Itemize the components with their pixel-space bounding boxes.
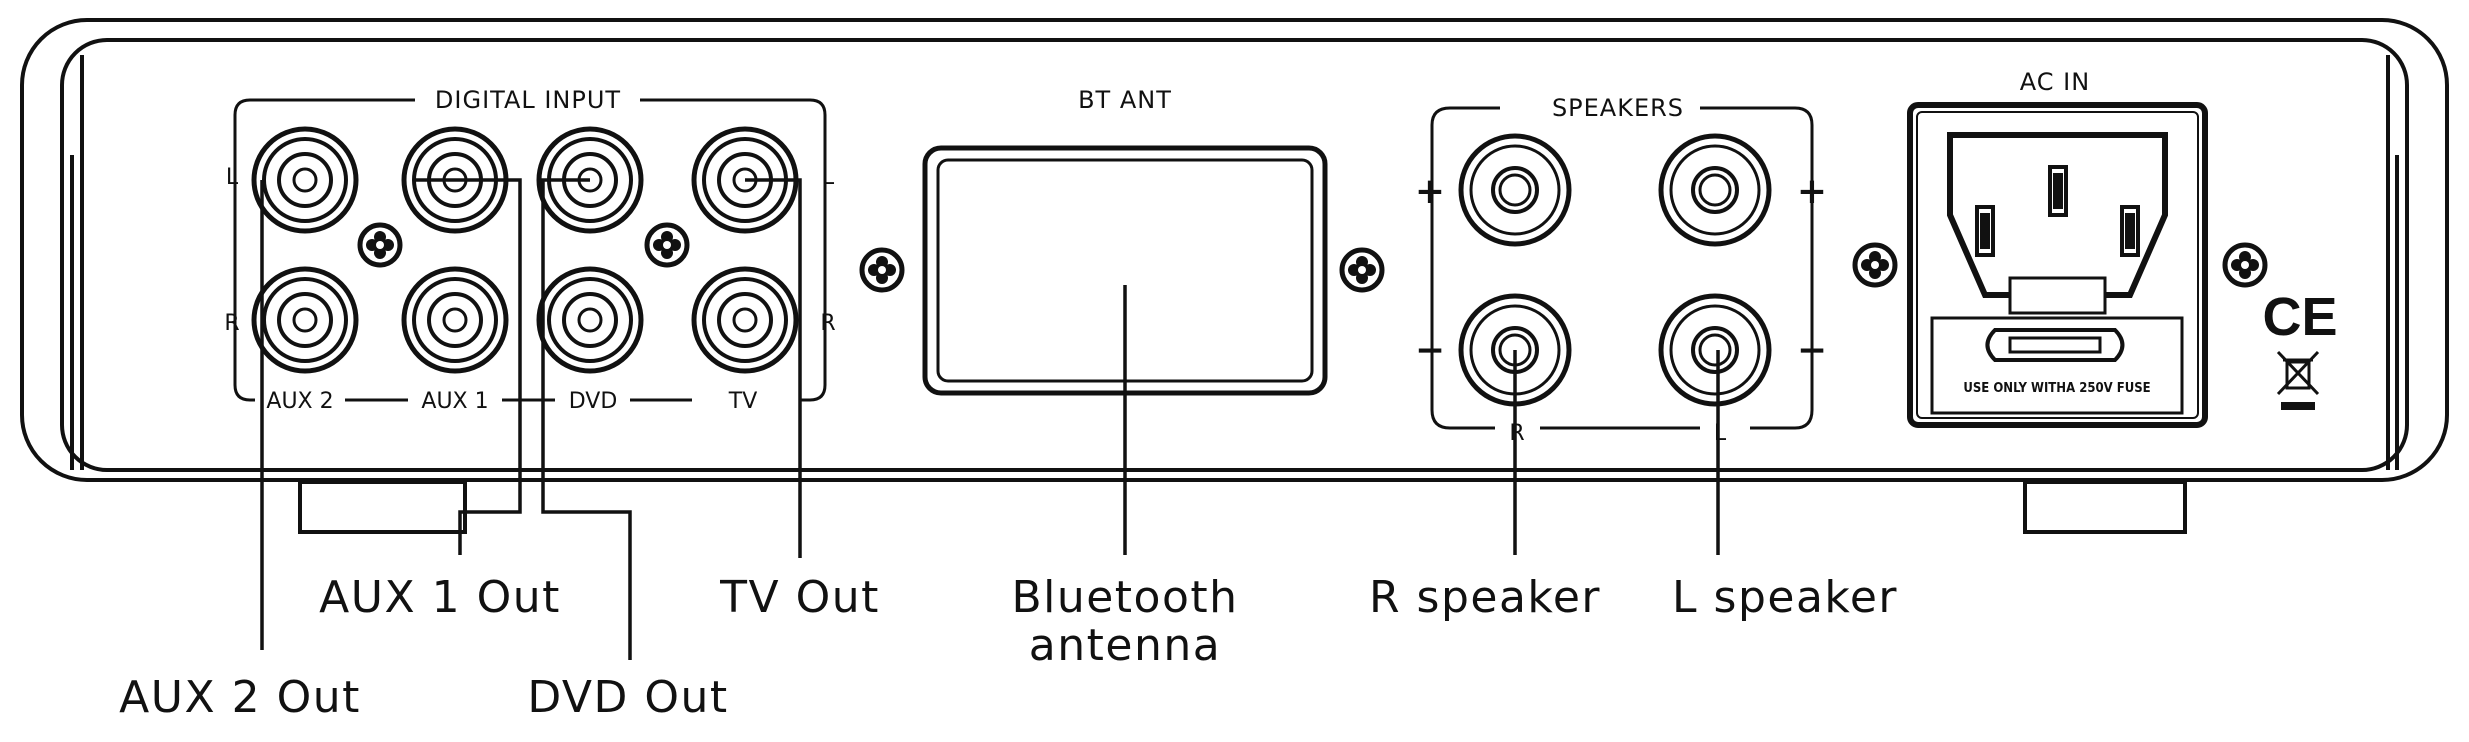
- aux1-out-callout: AUX 1 Out: [319, 572, 561, 623]
- screw-icon: [2225, 245, 2265, 285]
- rca-right-mark-a: R: [224, 311, 239, 336]
- aux2-l-rca-jack[interactable]: [254, 129, 356, 231]
- r-speaker-callout: R speaker: [1369, 572, 1601, 623]
- r-plus-speaker-terminal[interactable]: [1461, 136, 1569, 244]
- plus-mark-left: +: [1797, 171, 1827, 212]
- l-speaker-callout: L speaker: [1672, 572, 1898, 623]
- speakers-label: SPEAKERS: [1552, 94, 1684, 122]
- rca-right-mark-b: R: [820, 311, 835, 336]
- ce-mark: CE: [2262, 287, 2337, 347]
- digital-input-section: DIGITAL INPUT L R L R AUX 2 AUX 1 DVD TV: [224, 86, 835, 414]
- l-minus-speaker-terminal[interactable]: [1661, 296, 1769, 404]
- minus-mark-left: −: [1797, 330, 1827, 371]
- screw-icon: [1342, 250, 1382, 290]
- screw-icon: [647, 225, 687, 265]
- l-plus-speaker-terminal[interactable]: [1661, 136, 1769, 244]
- callout-labels: AUX 1 Out AUX 2 Out DVD Out TV Out Bluet…: [119, 572, 1898, 723]
- plus-mark-right: +: [1415, 171, 1445, 212]
- dvd-out-callout: DVD Out: [527, 672, 728, 723]
- ac-in-section: AC IN USE ONLY WITHA 250V FUSE: [1855, 68, 2265, 428]
- speaker-channel-l: L: [1714, 421, 1727, 446]
- screw-icon: [862, 250, 902, 290]
- leader-tv: [745, 178, 802, 558]
- rca-left-mark-a: L: [226, 165, 239, 190]
- minus-mark-right: −: [1415, 330, 1445, 371]
- aux2-r-rca-jack[interactable]: [254, 269, 356, 371]
- rca-left-mark-b: L: [822, 165, 835, 190]
- dvd-r-rca-jack[interactable]: [539, 269, 641, 371]
- aux2-out-callout: AUX 2 Out: [119, 672, 361, 723]
- bt-ant-label: BT ANT: [1078, 86, 1172, 114]
- bt-antenna-section: BT ANT: [862, 86, 1382, 396]
- bluetooth-antenna-callout-line1: Bluetooth: [1011, 572, 1238, 623]
- weee-bin-icon: [2276, 350, 2320, 410]
- input-label-aux2: AUX 2: [266, 389, 333, 414]
- chassis: [20, 18, 2449, 482]
- digital-input-label: DIGITAL INPUT: [435, 86, 621, 114]
- ac-in-label: AC IN: [2020, 68, 2090, 96]
- input-label-aux1: AUX 1: [421, 389, 488, 414]
- compliance-marks: CE: [2262, 287, 2338, 410]
- screw-icon: [360, 225, 400, 265]
- leader-dvd: [541, 178, 632, 660]
- speaker-channel-r: R: [1509, 421, 1524, 446]
- chassis-feet: [298, 480, 2187, 534]
- tv-r-rca-jack[interactable]: [694, 269, 796, 371]
- input-label-dvd: DVD: [569, 389, 618, 414]
- callout-leaders: [260, 178, 1720, 660]
- input-label-tv: TV: [728, 389, 758, 414]
- screw-icon: [1855, 245, 1895, 285]
- speakers-section: SPEAKERS + + − − R L: [1415, 94, 1827, 446]
- fuse-warning-text: USE ONLY WITHA 250V FUSE: [1963, 381, 2150, 396]
- aux1-r-rca-jack[interactable]: [404, 269, 506, 371]
- tv-out-callout: TV Out: [719, 572, 880, 623]
- bluetooth-antenna-callout-line2: antenna: [1029, 620, 1221, 671]
- leader-aux1: [415, 178, 522, 555]
